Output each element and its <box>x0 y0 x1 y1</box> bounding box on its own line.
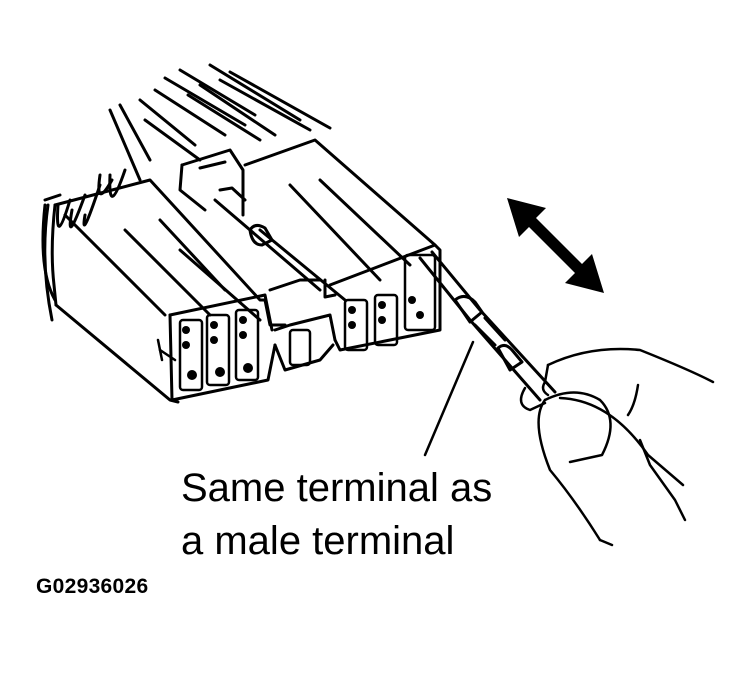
hand-icon <box>519 347 715 547</box>
terminal-cavities <box>156 253 437 392</box>
double-arrow-icon <box>507 198 604 293</box>
terminal-probe <box>418 250 557 402</box>
wire-bundle <box>41 63 332 322</box>
callout-label: Same terminal as a male terminal <box>181 462 492 568</box>
cavity-fills <box>182 296 424 380</box>
callout-leader-line <box>423 340 475 457</box>
callout-line-2: a male terminal <box>181 519 455 563</box>
figure-id: G02936026 <box>36 575 149 598</box>
callout-line-1: Same terminal as <box>181 466 493 510</box>
